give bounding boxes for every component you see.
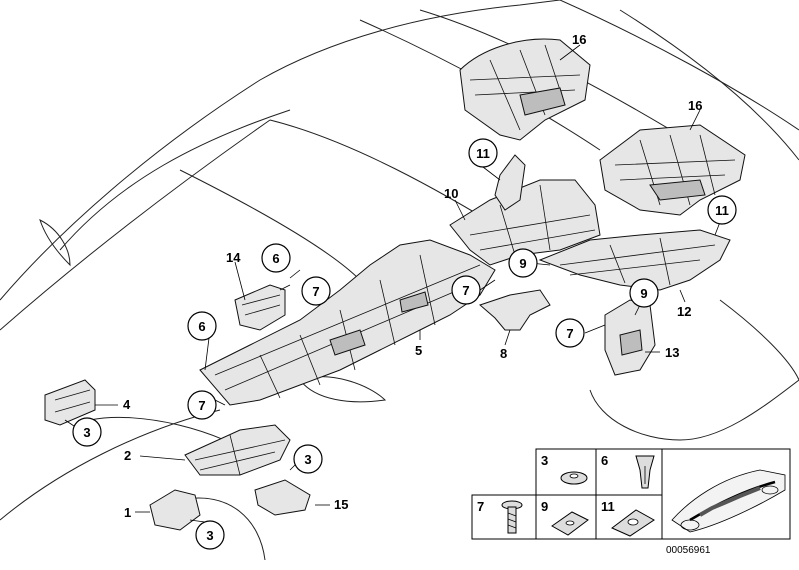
callout-11-rear: 11 <box>707 195 737 225</box>
nut-clip-hole <box>569 473 579 479</box>
callout-3-bottom-text: 3 <box>206 528 213 543</box>
leader-lines <box>64 44 721 523</box>
callout-9-rear-text: 9 <box>640 286 647 301</box>
callout-11-front: 11 <box>468 138 498 168</box>
label-part-15: 15 <box>334 497 348 512</box>
clip-nut-hole <box>627 518 639 526</box>
callout-6-upper-text: 6 <box>272 251 279 266</box>
callout-9-rear: 9 <box>629 278 659 308</box>
callout-7-center: 7 <box>451 275 481 305</box>
vehicle-overview-icon <box>671 469 786 533</box>
fastener-legend: 3 6 7 <box>471 448 791 540</box>
label-part-13: 13 <box>665 345 679 360</box>
legend-cell-6-number: 6 <box>601 453 608 468</box>
legend-cell-3-number: 3 <box>541 453 548 468</box>
label-part-5: 5 <box>415 343 422 358</box>
label-part-16-rear: 16 <box>688 98 702 113</box>
callout-3-bottom: 3 <box>195 520 225 550</box>
label-part-10: 10 <box>444 186 458 201</box>
legend-cell-vehicle <box>661 448 791 540</box>
part-13-wheel-shield <box>604 299 656 376</box>
part-5-floor-shield <box>199 239 496 406</box>
callout-6-lower: 6 <box>187 311 217 341</box>
callout-11-front-text: 11 <box>476 146 490 161</box>
u-nut-hole <box>565 520 575 526</box>
legend-cell-7-number: 7 <box>477 499 484 514</box>
callout-7-center-text: 7 <box>462 283 469 298</box>
label-part-14: 14 <box>226 250 241 265</box>
part-10-bracket <box>494 154 526 211</box>
callout-9-center-text: 9 <box>519 256 526 271</box>
legend-cell-7: 7 <box>471 494 537 540</box>
part-16-rear-heat-shield <box>599 124 746 216</box>
callout-3-center: 3 <box>293 444 323 474</box>
part-16-front-heat-shield <box>459 38 591 141</box>
label-part-4: 4 <box>123 397 131 412</box>
callout-11-rear-text: 11 <box>715 203 729 218</box>
part-12-rear-shield <box>538 229 731 291</box>
callout-6-upper: 6 <box>261 243 291 273</box>
callout-6-lower-text: 6 <box>198 319 205 334</box>
callout-7-rear: 7 <box>555 318 585 348</box>
callout-7-lower-text: 7 <box>198 398 205 413</box>
callout-3-center-text: 3 <box>304 452 311 467</box>
callout-3-left: 3 <box>72 417 102 447</box>
part-10-tunnel-shield <box>449 179 601 266</box>
legend-cell-9: 9 <box>535 494 597 540</box>
label-part-12: 12 <box>677 304 691 319</box>
label-part-16-front: 16 <box>572 32 586 47</box>
legend-cell-9-number: 9 <box>541 499 548 514</box>
legend-cell-11-number: 11 <box>601 499 615 514</box>
legend-cell-11: 11 <box>595 494 663 540</box>
callout-7-upper-text: 7 <box>312 284 319 299</box>
screw-thread <box>507 512 517 529</box>
label-part-1: 1 <box>124 505 131 520</box>
part-15-shield <box>254 479 311 516</box>
screw-shank-icon <box>507 506 517 534</box>
callout-9-center: 9 <box>508 248 538 278</box>
part-14-shield <box>234 284 286 331</box>
callout-3-left-text: 3 <box>83 425 90 440</box>
part-2-shield <box>184 424 291 476</box>
label-part-8: 8 <box>500 346 507 361</box>
part-8-bracket <box>479 289 551 331</box>
label-part-2: 2 <box>124 448 131 463</box>
part-4-bracket <box>44 379 96 426</box>
legend-cell-3: 3 <box>535 448 597 496</box>
callout-7-rear-text: 7 <box>566 326 573 341</box>
document-id: 00056961 <box>666 545 711 556</box>
callout-7-upper: 7 <box>301 276 331 306</box>
part-1-bracket <box>149 489 201 531</box>
legend-cell-6: 6 <box>595 448 663 496</box>
callout-7-lower: 7 <box>187 390 217 420</box>
